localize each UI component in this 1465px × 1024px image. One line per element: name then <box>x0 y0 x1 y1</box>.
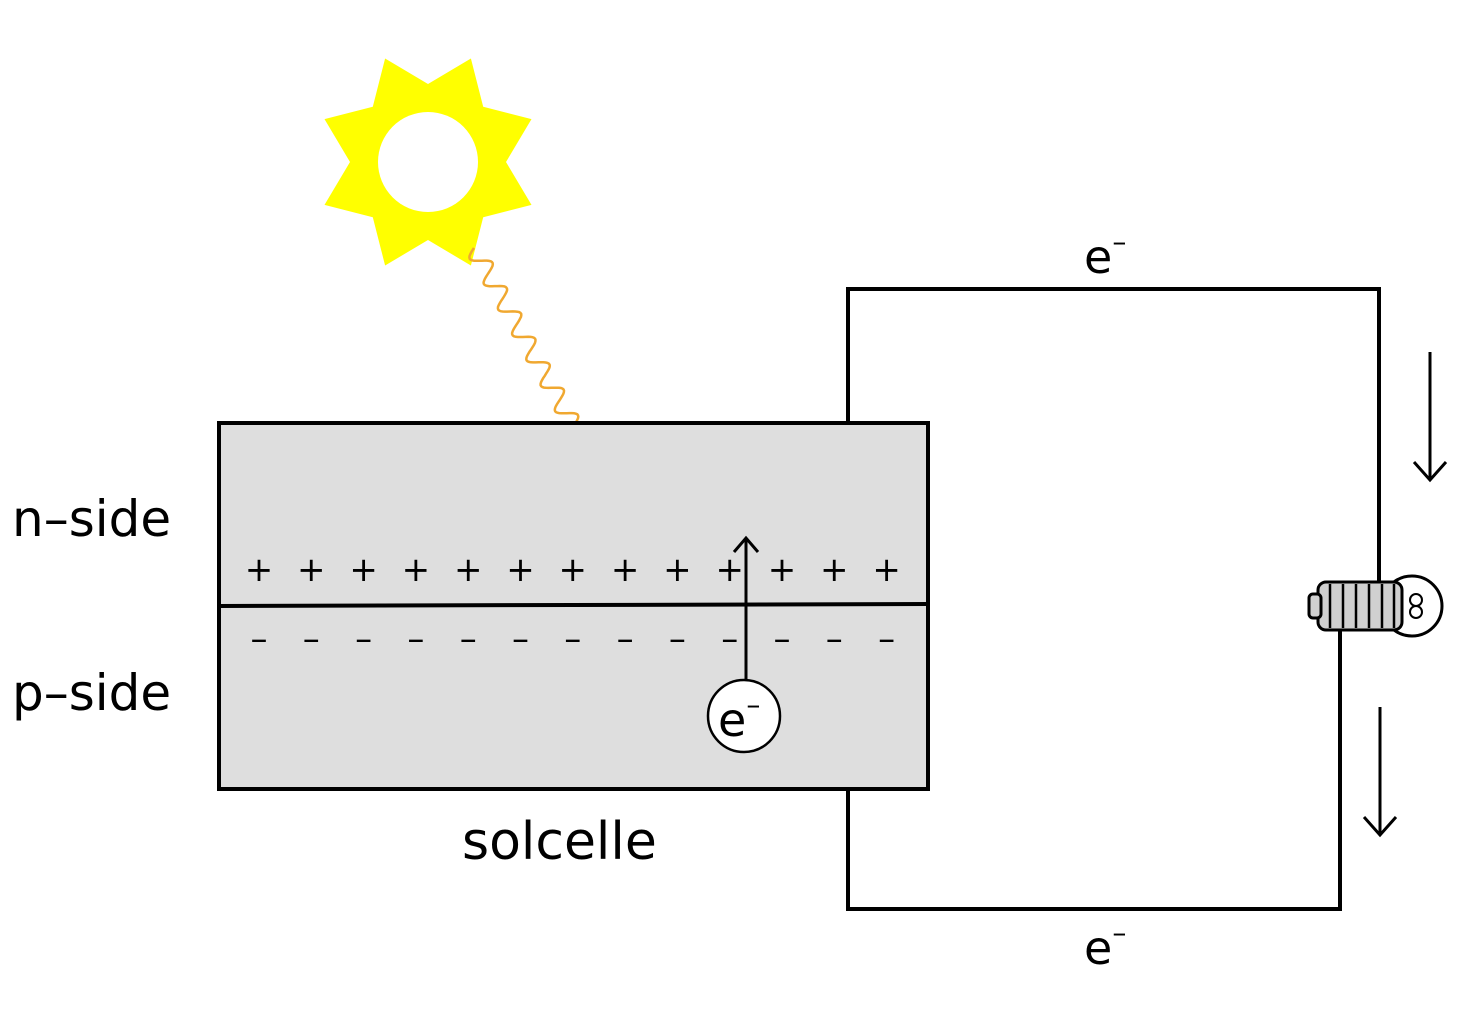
minus-charge: – <box>826 619 843 659</box>
electron-label-bottom: e– <box>1084 916 1126 975</box>
electron-circle <box>706 678 782 754</box>
light-bulb-icon <box>1307 574 1444 638</box>
electron-label-cell: e– <box>718 688 760 747</box>
minus-charge: – <box>355 619 372 659</box>
minus-charge: – <box>878 619 895 659</box>
plus-charge: + <box>559 550 588 590</box>
plus-charge: + <box>715 550 744 590</box>
plus-charge: + <box>768 550 797 590</box>
minus-charge: – <box>774 619 791 659</box>
plus-charge: + <box>506 550 535 590</box>
arrow-up-icon <box>732 535 760 553</box>
plus-charges: + + + + + + + + + + + + + <box>245 550 901 590</box>
minus-charge: – <box>460 619 477 659</box>
minus-charges: ––––––––––––– <box>251 619 896 659</box>
electron-in-cell: e– <box>706 535 782 754</box>
plus-charge: + <box>245 550 274 590</box>
plus-charge: + <box>872 550 901 590</box>
minus-charge: – <box>669 619 686 659</box>
minus-charge: – <box>407 619 424 659</box>
minus-charge: – <box>721 619 738 659</box>
pn-junction-line <box>218 602 929 608</box>
plus-charge: + <box>663 550 692 590</box>
circuit-wire-bottom <box>846 630 1342 911</box>
plus-charge: + <box>454 550 483 590</box>
arrow-down-icon <box>1362 707 1398 838</box>
plus-charge: + <box>820 550 849 590</box>
sun-icon <box>324 58 532 266</box>
plus-charge: + <box>349 550 378 590</box>
circuit-wire-top <box>846 287 1381 585</box>
electron-label-top: e– <box>1084 225 1126 284</box>
plus-charge: + <box>402 550 431 590</box>
n-side-label: n–side <box>12 490 171 548</box>
p-side-label: p–side <box>12 664 171 722</box>
minus-charge: – <box>617 619 634 659</box>
cell-label: solcelle <box>462 812 657 872</box>
minus-charge: – <box>564 619 581 659</box>
minus-charge: – <box>512 619 529 659</box>
arrow-down-icon <box>1412 352 1448 483</box>
plus-charge: + <box>611 550 640 590</box>
minus-charge: – <box>303 619 320 659</box>
plus-charge: + <box>297 550 326 590</box>
minus-charge: – <box>251 619 268 659</box>
